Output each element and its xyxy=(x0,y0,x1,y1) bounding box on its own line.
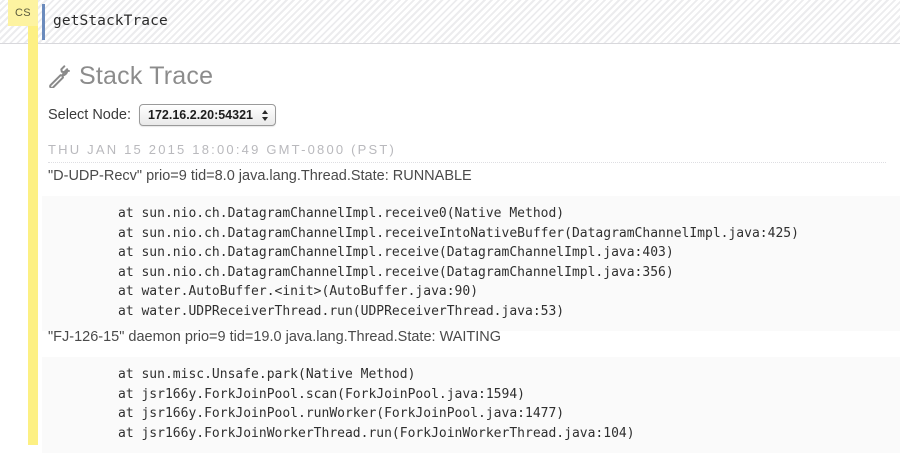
stack-frame: at water.UDPReceiverThread.run(UDPReceiv… xyxy=(118,303,565,319)
node-select-value: 172.16.2.20:54321 xyxy=(148,108,253,122)
stack-frame: at jsr166y.ForkJoinPool.scan(ForkJoinPoo… xyxy=(118,386,525,402)
stack-frame: at jsr166y.ForkJoinWorkerThread.run(Fork… xyxy=(118,425,635,441)
banner-accent-bar xyxy=(42,4,45,40)
select-node-label: Select Node: xyxy=(48,107,132,123)
node-selector-row: Select Node: 172.16.2.20:54321 xyxy=(48,104,276,126)
thread-frames: at sun.nio.ch.DatagramChannelImpl.receiv… xyxy=(42,196,900,331)
stack-trace-panel: Stack Trace Select Node: 172.16.2.20:543… xyxy=(0,44,900,454)
wrench-icon xyxy=(48,65,71,88)
node-select[interactable]: 172.16.2.20:54321 xyxy=(139,104,276,126)
thread-header: "D-UDP-Recv" prio=9 tid=8.0 java.lang.Th… xyxy=(48,168,472,184)
thread-frames: at sun.misc.Unsafe.park(Native Method) a… xyxy=(42,357,900,453)
trace-timestamp: THU JAN 15 2015 18:00:49 GMT-0800 (PST) xyxy=(48,142,886,163)
stack-frame: at sun.nio.ch.DatagramChannelImpl.receiv… xyxy=(118,245,674,260)
page-title-text: Stack Trace xyxy=(79,62,214,90)
stack-frame: at sun.misc.Unsafe.park(Native Method) xyxy=(118,367,416,382)
stepper-arrows-icon xyxy=(260,105,269,125)
command-title: getStackTrace xyxy=(53,13,168,29)
stack-frame: at sun.nio.ch.DatagramChannelImpl.receiv… xyxy=(118,206,565,221)
stack-frame: at jsr166y.ForkJoinPool.runWorker(ForkJo… xyxy=(118,406,565,421)
page-title: Stack Trace xyxy=(48,62,213,91)
stack-frame: at sun.nio.ch.DatagramChannelImpl.receiv… xyxy=(118,264,674,280)
command-banner: getStackTrace xyxy=(0,0,900,44)
stack-frame: at sun.nio.ch.DatagramChannelImpl.receiv… xyxy=(118,225,799,241)
stack-frame: at water.AutoBuffer.<init>(AutoBuffer.ja… xyxy=(118,284,479,299)
cell-type-tab[interactable]: CS xyxy=(8,0,38,26)
cell-left-rail xyxy=(28,0,38,445)
thread-header: "FJ-126-15" daemon prio=9 tid=19.0 java.… xyxy=(48,329,502,345)
